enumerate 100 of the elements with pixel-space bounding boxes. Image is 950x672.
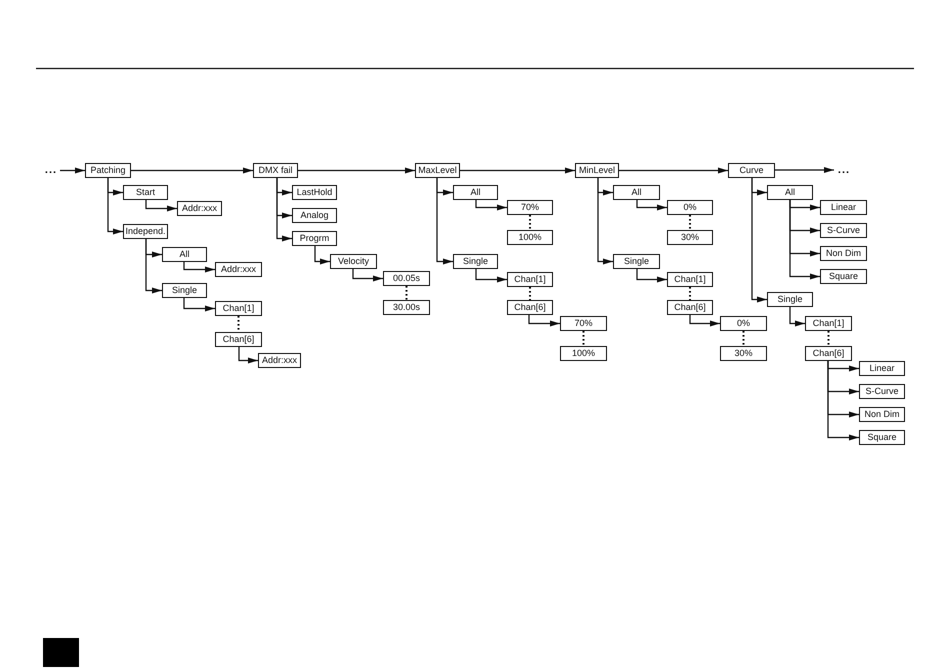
- menu-box: [215, 262, 262, 277]
- menu-label: 30%: [734, 349, 752, 358]
- menu-box: [253, 163, 298, 178]
- dotted-line: [742, 331, 744, 346]
- menu-box: [383, 271, 430, 286]
- menu-label: 100%: [518, 233, 542, 242]
- menu-label: Analog: [300, 211, 329, 220]
- menu-label: Single: [777, 295, 803, 304]
- arrow: [751, 178, 767, 302]
- menu-box: [767, 185, 813, 200]
- menu-label: Addr:xxx: [262, 356, 297, 365]
- arrow: [475, 200, 507, 210]
- menu-box: [162, 283, 207, 298]
- arrow: [636, 269, 667, 282]
- dotted-line: [828, 331, 830, 346]
- menu-label: Chan[1]: [514, 275, 546, 284]
- dotted-line: [238, 316, 240, 332]
- arrow: [789, 307, 805, 326]
- menu-label: 100%: [572, 349, 596, 358]
- menu-label: DMX fail: [258, 166, 292, 175]
- menu-box: [507, 300, 553, 315]
- menu-label: Non Dim: [826, 249, 861, 258]
- dotted-line: [689, 215, 691, 230]
- menu-box: [415, 163, 460, 178]
- menu-label: All: [784, 188, 795, 197]
- arrow: [619, 168, 728, 174]
- menu-box: [720, 316, 767, 331]
- dotted-line: [689, 287, 691, 300]
- menu-box: [215, 332, 262, 347]
- menu-box: [859, 430, 905, 445]
- menu-box: [258, 353, 301, 368]
- arrow: [460, 168, 575, 174]
- menu-box: [805, 346, 852, 361]
- arrow: [183, 298, 215, 312]
- menu-label: Addr:xxx: [182, 204, 217, 213]
- menu-box: [720, 346, 767, 361]
- menu-box: [453, 185, 498, 200]
- menu-label: Curve: [739, 166, 764, 175]
- arrow: [827, 361, 859, 440]
- menu-box: [667, 272, 713, 287]
- menu-box: [560, 346, 607, 361]
- menu-label: Independ.: [125, 227, 166, 236]
- menu-label: 0%: [683, 203, 696, 212]
- menu-label: Non Dim: [864, 410, 900, 419]
- arrow: [276, 178, 292, 242]
- menu-box: [667, 300, 713, 315]
- ellipsis-text: ...: [834, 163, 854, 177]
- arrow: [636, 200, 667, 210]
- arrow: [475, 269, 507, 282]
- arrow: [528, 315, 560, 326]
- arrow: [775, 167, 834, 173]
- menu-label: 70%: [574, 319, 592, 328]
- menu-label: Chan[6]: [514, 303, 546, 312]
- arrow: [238, 347, 258, 364]
- menu-label: Patching: [90, 166, 126, 175]
- menu-label: Single: [624, 257, 650, 266]
- menu-box: [162, 247, 207, 262]
- menu-box: [292, 231, 337, 246]
- arrow: [689, 315, 720, 326]
- menu-label: Progrm: [300, 234, 330, 243]
- dotted-line: [529, 215, 531, 230]
- arrow: [789, 200, 820, 280]
- arrow: [597, 178, 613, 264]
- menu-box: [820, 200, 867, 215]
- menu-label: All: [179, 250, 190, 259]
- menu-box: [859, 384, 905, 399]
- menu-label: All: [470, 188, 480, 197]
- arrow: [60, 168, 85, 174]
- menu-label: LastHold: [296, 188, 332, 197]
- menu-label: 0%: [736, 319, 750, 328]
- menu-label: All: [631, 188, 642, 197]
- menu-box: [728, 163, 775, 178]
- menu-box: [507, 272, 553, 287]
- menu-box: [859, 407, 905, 422]
- dotted-line: [406, 286, 408, 300]
- menu-box: [613, 185, 660, 200]
- menu-box: [613, 254, 660, 269]
- menu-box: [383, 300, 430, 315]
- menu-label: Start: [136, 188, 155, 197]
- menu-label: Single: [172, 286, 198, 295]
- menu-box: [123, 185, 168, 200]
- menu-label: S-Curve: [865, 387, 898, 396]
- menu-label: Linear: [830, 203, 856, 212]
- menu-box: [667, 230, 713, 245]
- arrow: [107, 178, 123, 234]
- arrow: [145, 200, 177, 212]
- menu-box: [560, 316, 607, 331]
- menu-label: Velocity: [338, 257, 370, 266]
- menu-box: [453, 254, 498, 269]
- arrow: [183, 262, 215, 272]
- menu-box: [575, 163, 619, 178]
- arrow: [131, 168, 253, 174]
- menu-label: Linear: [869, 364, 895, 373]
- menu-box: [292, 208, 337, 223]
- menu-box: [177, 201, 222, 216]
- arrow: [145, 239, 162, 294]
- menu-box: [820, 246, 867, 261]
- arrow: [298, 168, 415, 174]
- menu-label: Chan[1]: [674, 275, 706, 284]
- menu-box: [767, 292, 813, 307]
